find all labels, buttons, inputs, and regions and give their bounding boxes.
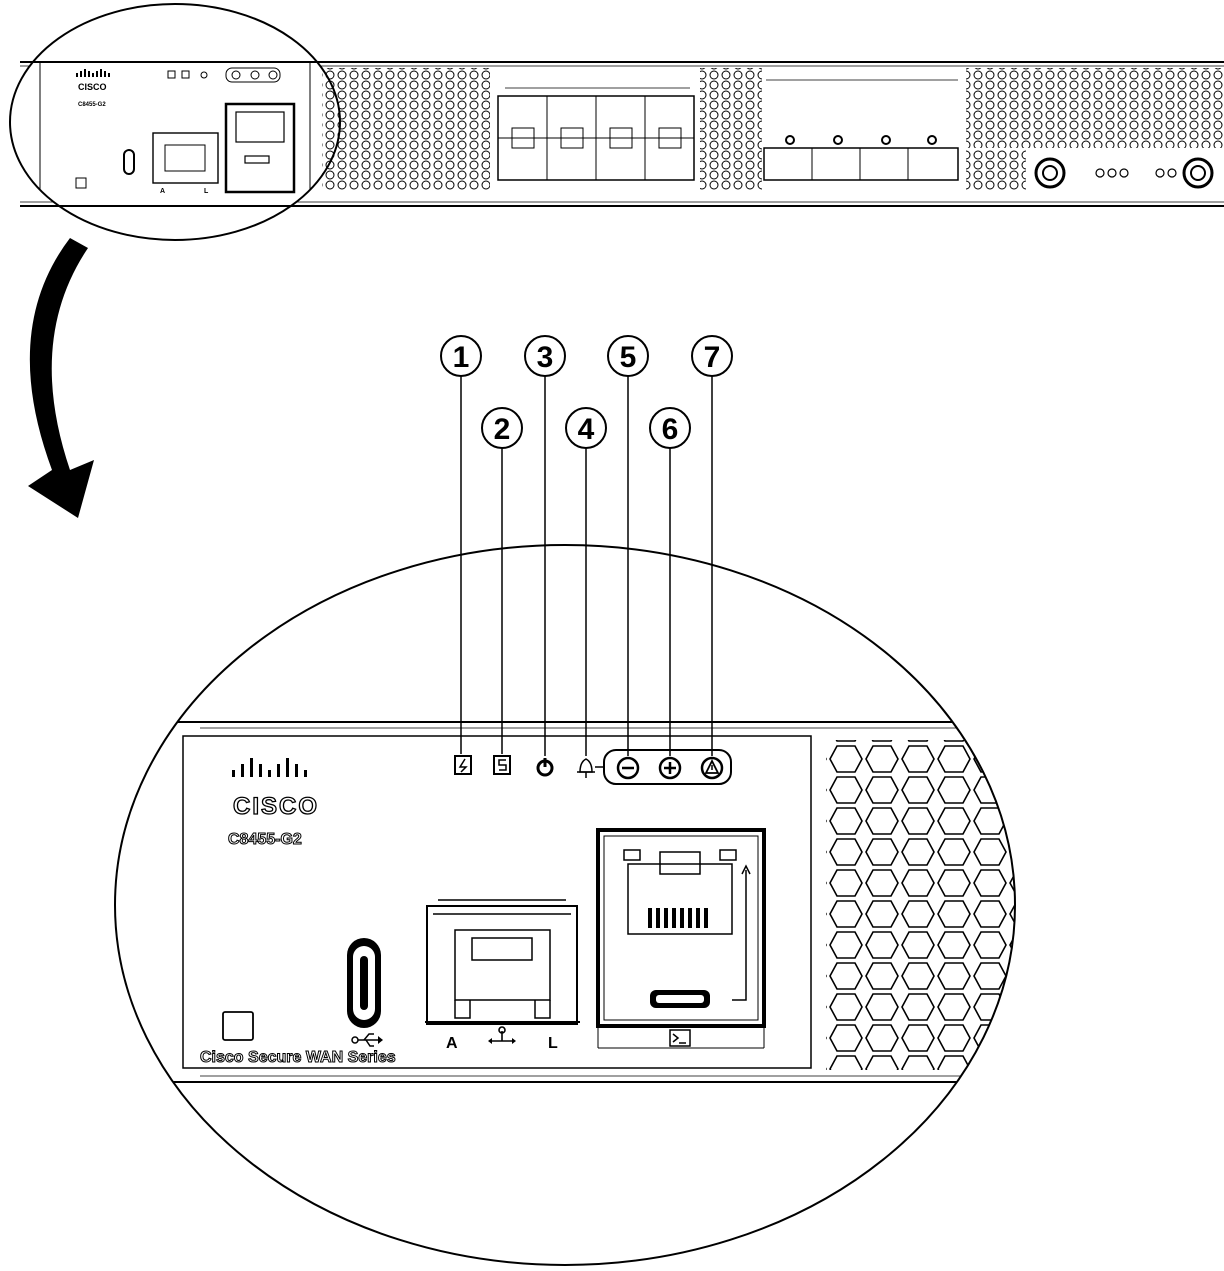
- callout-2: 2: [481, 407, 523, 449]
- callout-6: 6: [649, 407, 691, 449]
- sfp-plus-port-block: [763, 79, 959, 181]
- mounting-screw: [1034, 157, 1214, 189]
- callout-4: 4: [565, 407, 607, 449]
- callout-number: 3: [537, 341, 554, 374]
- console-icon: [669, 1029, 691, 1047]
- series-name: Cisco Secure WAN Series: [200, 1049, 396, 1066]
- callout-5: 5: [607, 335, 649, 377]
- callout-number: 5: [620, 341, 637, 374]
- callout-3: 3: [524, 335, 566, 377]
- network-icon: [488, 1026, 516, 1044]
- vent-grille: [322, 68, 490, 190]
- callout-7: 7: [691, 335, 733, 377]
- port-label-a: A: [446, 1035, 458, 1052]
- callout-1: 1: [440, 335, 482, 377]
- sfp-port-block: [497, 87, 695, 181]
- plus-icon: [658, 756, 682, 780]
- svg-text:L: L: [204, 188, 209, 195]
- vent-grille: [966, 150, 1026, 190]
- callout-number: 1: [453, 341, 470, 374]
- reset-button: [222, 1011, 254, 1041]
- port-label-l: L: [548, 1035, 558, 1052]
- svg-text:C8455-G2: C8455-G2: [78, 102, 106, 108]
- vent-grille: [966, 68, 1224, 148]
- svg-text:CISCO: CISCO: [78, 82, 107, 92]
- warning-icon: [700, 756, 724, 780]
- callout-number: 4: [578, 413, 595, 446]
- callout-number: 2: [494, 413, 511, 446]
- svg-text:A: A: [160, 188, 165, 195]
- status-led-group: [603, 749, 732, 785]
- zoomed-front-panel: [115, 545, 1015, 1265]
- usb-icon: [351, 1033, 383, 1047]
- console-port: [596, 828, 766, 1049]
- callout-leader-lines: [460, 376, 713, 756]
- power-icon: [536, 758, 554, 777]
- model-name: C8455-G2: [228, 831, 302, 848]
- cisco-logo-bars: [232, 758, 307, 777]
- usb-c-port: [347, 938, 381, 1028]
- ssd-icon: [493, 755, 511, 775]
- chassis-front-overview: [20, 61, 1224, 207]
- faceplate: [182, 735, 812, 1069]
- sd-card-slot-icon: [454, 755, 472, 775]
- zoom-arrow: [28, 238, 94, 518]
- vent-grille: [826, 740, 1015, 1070]
- rj45-management-port: [425, 899, 580, 1025]
- small-detail-circle-content: CISCO C8455-G2 A L: [10, 4, 340, 240]
- small-detail-circle: [9, 3, 341, 241]
- callout-number: 7: [704, 341, 721, 374]
- vent-grille: [700, 68, 762, 190]
- minus-icon: [616, 756, 640, 780]
- brand-name: CISCO: [233, 793, 319, 820]
- callout-number: 6: [662, 413, 679, 446]
- zoom-detail-circle: [114, 544, 1016, 1266]
